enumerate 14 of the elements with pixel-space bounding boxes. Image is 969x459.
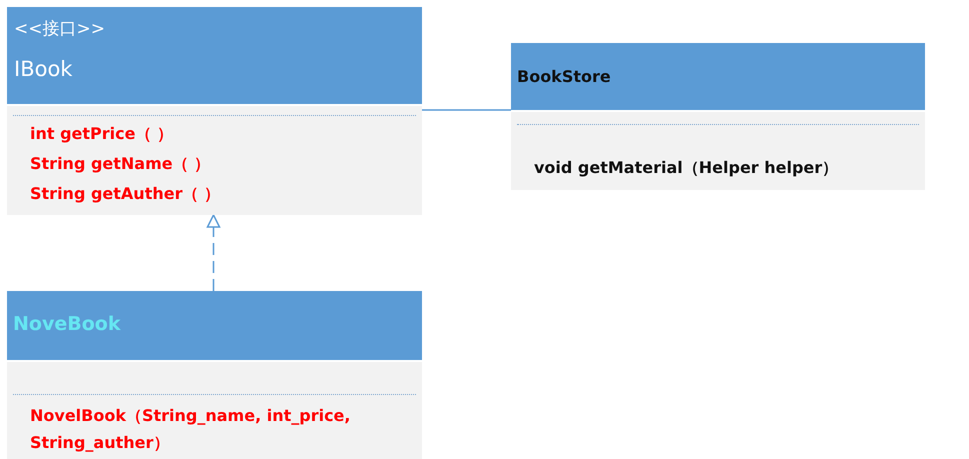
class-box bbox=[7, 7, 422, 215]
class-box bbox=[511, 43, 925, 190]
constructor-label: NovelBook（String_name, int_price, String_auther） bbox=[30, 405, 352, 454]
stereotype-label: <<接口>> bbox=[14, 18, 105, 40]
method-label: int getPrice（ ） bbox=[30, 124, 174, 145]
realization-arrow bbox=[206, 214, 220, 291]
association-line bbox=[422, 109, 511, 111]
class-box bbox=[7, 291, 422, 459]
method-label: void getMaterial（Helper helper） bbox=[534, 158, 838, 179]
class-name: IBook bbox=[14, 57, 72, 81]
method-label: String getName（ ） bbox=[30, 154, 210, 175]
class-name: BookStore bbox=[517, 67, 611, 86]
method-label: String getAuther（ ） bbox=[30, 184, 220, 205]
class-name: NoveBook bbox=[13, 313, 120, 335]
